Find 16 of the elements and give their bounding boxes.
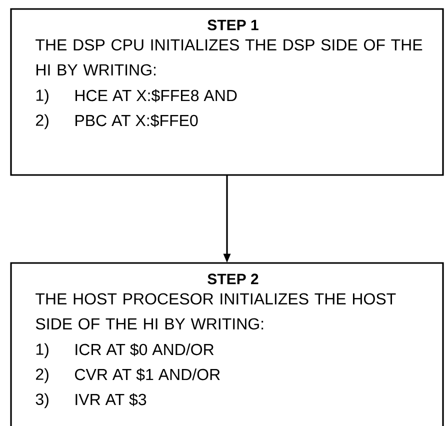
list-item: ICR AT $0 AND/OR <box>76 343 214 356</box>
list-item: IVR AT $3 <box>76 393 146 406</box>
step-box <box>10 8 444 176</box>
step-heading: STEP 2 <box>208 274 258 284</box>
step-box <box>10 262 444 426</box>
list-item: PBC AT X:$FFE0 <box>76 114 198 128</box>
list-number: 2) <box>36 114 48 130</box>
list-number: 2) <box>36 368 48 384</box>
description-text: THE HOST PROCESOR INITIALIZES THE HOST SIDE OF THE HI BY WRITING: <box>36 293 396 330</box>
list-item: CVR AT $1 AND/OR <box>75 368 220 382</box>
step-heading: STEP 1 <box>208 20 258 30</box>
list-number: 1) <box>36 89 48 104</box>
description-text: THE DSP CPU INITIALIZES THE DSP SIDE OF THE HI BY WRITING: <box>36 39 422 76</box>
list-item: HCE AT X:$FFE8 AND <box>76 89 237 102</box>
list-number: 3) <box>36 393 48 408</box>
list-number: 1) <box>36 343 48 358</box>
